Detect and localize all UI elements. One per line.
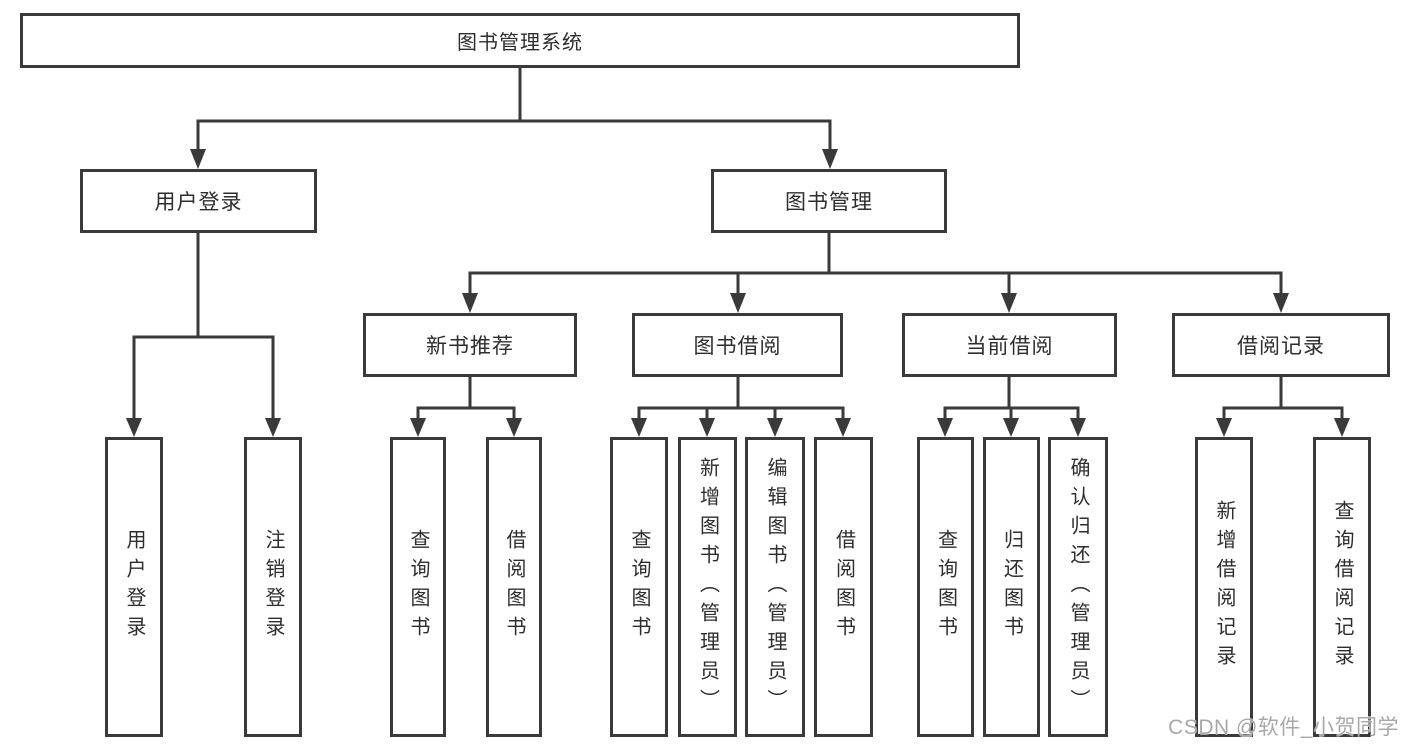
node-label: 用户登录 <box>154 191 243 214</box>
leaf-label: 确认归还（管理员） <box>1067 456 1089 718</box>
leaf-query-books-recommend: 查询图书 <box>390 437 446 737</box>
leaf-user-login: 用户登录 <box>105 437 163 737</box>
leaf-edit-books-admin: 编辑图书（管理员） <box>745 437 805 737</box>
node-book-management: 图书管理 <box>711 169 947 233</box>
connector-borrowing-records-to-leaves <box>1216 377 1350 437</box>
leaf-query-books-current: 查询图书 <box>917 437 974 737</box>
leaf-query-borrow-record: 查询借阅记录 <box>1313 437 1371 737</box>
node-label: 当前借阅 <box>965 335 1054 358</box>
leaf-label: 查询图书 <box>407 529 429 645</box>
node-library-management-system: 图书管理系统 <box>20 13 1020 68</box>
node-label: 图书管理系统 <box>457 32 583 54</box>
leaf-add-borrow-record: 新增借阅记录 <box>1195 437 1253 737</box>
connector-root-to-level2 <box>190 68 838 169</box>
csdn-watermark: CSDN @软件_小贺同学 <box>1168 716 1399 739</box>
leaf-query-books-borrowing: 查询图书 <box>610 437 668 737</box>
leaf-label: 新增借阅记录 <box>1213 500 1235 674</box>
node-label: 新书推荐 <box>426 335 514 358</box>
leaf-return-books: 归还图书 <box>983 437 1040 737</box>
leaf-confirm-return-admin: 确认归还（管理员） <box>1048 437 1108 737</box>
leaf-label: 新增图书（管理员） <box>696 456 719 718</box>
leaf-label: 借阅图书 <box>832 529 855 645</box>
connector-book-borrowing-to-leaves <box>631 377 851 437</box>
leaf-label: 用户登录 <box>123 529 145 645</box>
node-book-borrowing: 图书借阅 <box>632 313 843 377</box>
connector-new-book-recommendation-to-leaves <box>410 377 522 437</box>
leaf-borrow-books-borrowing: 借阅图书 <box>814 437 873 737</box>
leaf-logout-login: 注销登录 <box>244 437 302 737</box>
node-label: 图书管理 <box>785 191 873 214</box>
connector-book-management-to-level3 <box>462 233 1289 313</box>
connector-current-borrowing-to-leaves <box>937 377 1086 437</box>
leaf-add-books-admin: 新增图书（管理员） <box>678 437 737 737</box>
node-user-login: 用户登录 <box>80 169 317 233</box>
node-label: 图书借阅 <box>693 335 782 358</box>
leaf-label: 归还图书 <box>1000 529 1023 645</box>
node-current-borrowing: 当前借阅 <box>902 313 1117 377</box>
leaf-label: 查询图书 <box>628 529 650 645</box>
leaf-label: 注销登录 <box>262 529 284 645</box>
connector-user-login-to-leaves <box>126 233 281 437</box>
leaf-borrow-books-recommend: 借阅图书 <box>486 437 542 737</box>
leaf-label: 借阅图书 <box>503 529 525 645</box>
node-label: 借阅记录 <box>1237 335 1325 358</box>
node-borrowing-records: 借阅记录 <box>1172 313 1390 377</box>
leaf-label: 查询图书 <box>934 529 957 645</box>
leaf-label: 编辑图书（管理员） <box>764 456 786 718</box>
node-new-book-recommendation: 新书推荐 <box>363 313 577 377</box>
leaf-label: 查询借阅记录 <box>1331 500 1353 674</box>
